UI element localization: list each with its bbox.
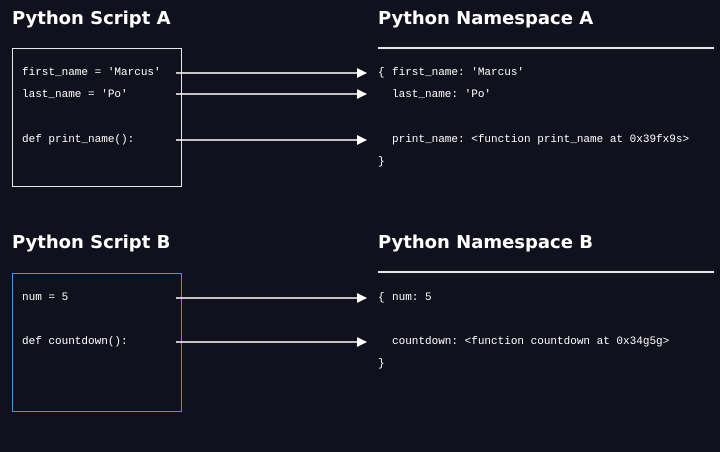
script-b-line-def-countdown: def countdown(): <box>22 336 128 348</box>
namespace-b-entry-countdown: countdown: <function countdown at 0x34g5… <box>392 336 670 348</box>
namespace-a-close-brace: } <box>378 156 385 168</box>
namespace-a-divider <box>378 47 714 49</box>
namespace-a-entry-last-name: last_name: 'Po' <box>392 89 492 101</box>
namespace-b-title: Python Namespace B <box>378 232 593 253</box>
namespace-a-entry-first-name: first_name: 'Marcus' <box>392 67 525 79</box>
namespace-b-entry-num: num: 5 <box>392 292 432 304</box>
script-a-line-first-name: first_name = 'Marcus' <box>22 67 161 79</box>
script-a-box <box>12 48 182 187</box>
script-a-line-last-name: last_name = 'Po' <box>22 89 128 101</box>
namespace-a-title: Python Namespace A <box>378 8 594 29</box>
script-b-title: Python Script B <box>12 232 171 253</box>
namespace-b-close-brace: } <box>378 358 385 370</box>
script-a-title: Python Script A <box>12 8 171 29</box>
script-b-line-num: num = 5 <box>22 292 69 304</box>
script-a-line-def-print-name: def print_name(): <box>22 134 135 146</box>
namespace-a-open-brace: { <box>378 67 385 79</box>
namespace-a-entry-print-name: print_name: <function print_name at 0x39… <box>392 134 690 146</box>
namespace-b-open-brace: { <box>378 292 385 304</box>
namespace-b-divider <box>378 271 714 273</box>
